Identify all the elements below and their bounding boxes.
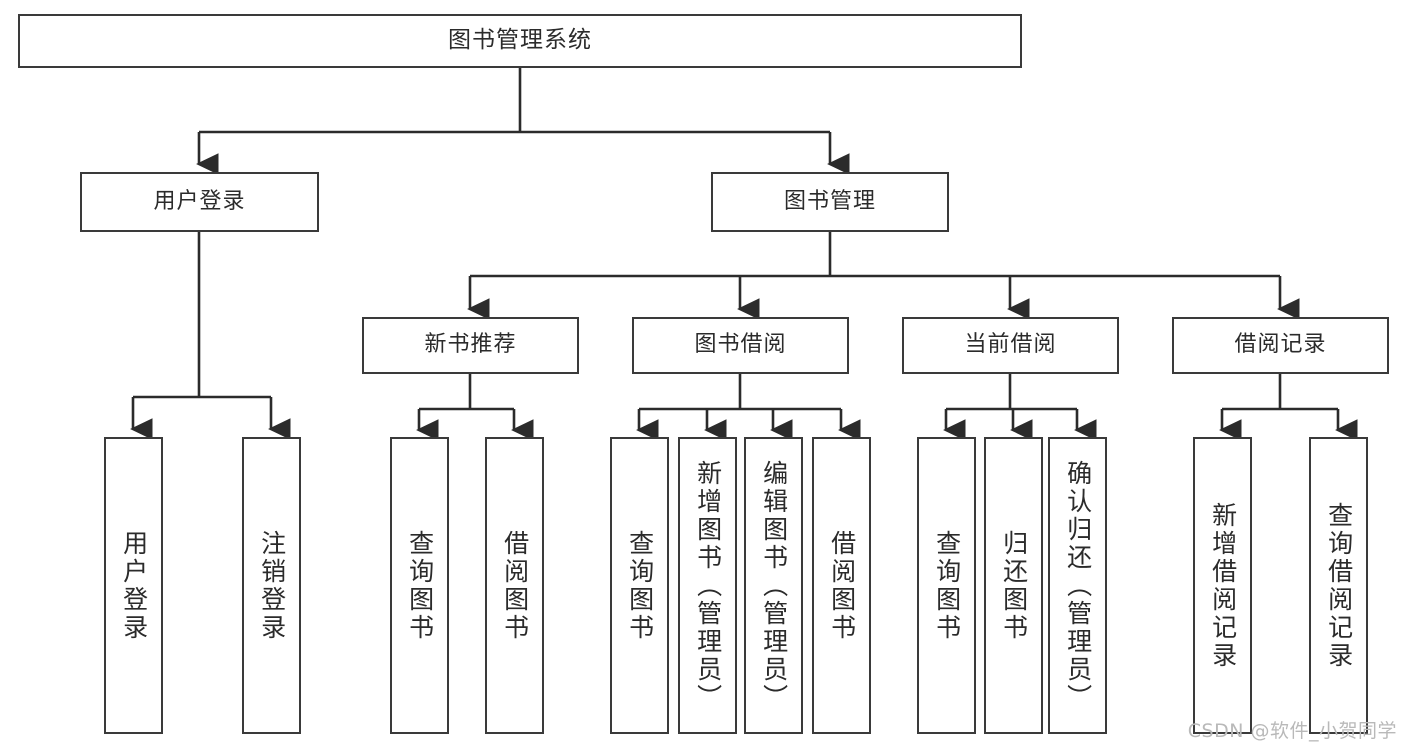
node-leaf-edit-book[interactable]: 编辑图书（管理员）	[744, 437, 803, 734]
node-leaf-borrow-book-2-label: 借阅图书	[827, 529, 857, 642]
node-leaf-query-book-3-label: 查询图书	[932, 529, 962, 642]
node-root[interactable]: 图书管理系统	[18, 14, 1022, 68]
node-leaf-add-record[interactable]: 新增借阅记录	[1193, 437, 1252, 734]
node-leaf-return-book[interactable]: 归还图书	[984, 437, 1043, 734]
node-leaf-borrow-book-1-label: 借阅图书	[500, 529, 530, 642]
node-book-borrow-label: 图书借阅	[694, 332, 787, 358]
node-leaf-user-login-label: 用户登录	[119, 529, 149, 642]
node-current-borrow[interactable]: 当前借阅	[902, 317, 1119, 374]
node-book-borrow[interactable]: 图书借阅	[632, 317, 849, 374]
node-leaf-query-book-1[interactable]: 查询图书	[390, 437, 449, 734]
node-leaf-borrow-book-1[interactable]: 借阅图书	[485, 437, 544, 734]
node-current-borrow-label: 当前借阅	[964, 332, 1057, 358]
node-leaf-add-record-label: 新增借阅记录	[1208, 501, 1238, 670]
node-root-label: 图书管理系统	[448, 27, 592, 54]
node-leaf-query-book-3[interactable]: 查询图书	[917, 437, 976, 734]
node-user-login-label: 用户登录	[153, 188, 246, 214]
node-book-management[interactable]: 图书管理	[711, 172, 949, 232]
node-leaf-user-logout[interactable]: 注销登录	[242, 437, 301, 734]
node-user-login[interactable]: 用户登录	[80, 172, 319, 232]
node-leaf-confirm-return-label: 确认归还（管理员）	[1063, 459, 1093, 712]
node-leaf-return-book-label: 归还图书	[999, 529, 1029, 642]
node-leaf-add-book-label: 新增图书（管理员）	[693, 459, 723, 712]
node-borrow-record-label: 借阅记录	[1234, 332, 1327, 358]
node-new-book-recommend[interactable]: 新书推荐	[362, 317, 579, 374]
node-leaf-user-login[interactable]: 用户登录	[104, 437, 163, 734]
watermark: CSDN @软件_小贺同学	[1187, 720, 1397, 742]
node-leaf-add-book[interactable]: 新增图书（管理员）	[678, 437, 737, 734]
node-book-management-label: 图书管理	[783, 188, 876, 214]
node-leaf-query-book-1-label: 查询图书	[405, 529, 435, 642]
node-leaf-query-record[interactable]: 查询借阅记录	[1309, 437, 1368, 734]
node-new-book-recommend-label: 新书推荐	[424, 332, 517, 358]
node-leaf-query-book-2[interactable]: 查询图书	[610, 437, 669, 734]
node-leaf-query-book-2-label: 查询图书	[625, 529, 655, 642]
node-leaf-confirm-return[interactable]: 确认归还（管理员）	[1048, 437, 1107, 734]
node-leaf-edit-book-label: 编辑图书（管理员）	[759, 459, 789, 712]
node-leaf-query-record-label: 查询借阅记录	[1324, 501, 1354, 670]
node-leaf-borrow-book-2[interactable]: 借阅图书	[812, 437, 871, 734]
node-leaf-user-logout-label: 注销登录	[257, 529, 287, 642]
node-borrow-record[interactable]: 借阅记录	[1172, 317, 1389, 374]
